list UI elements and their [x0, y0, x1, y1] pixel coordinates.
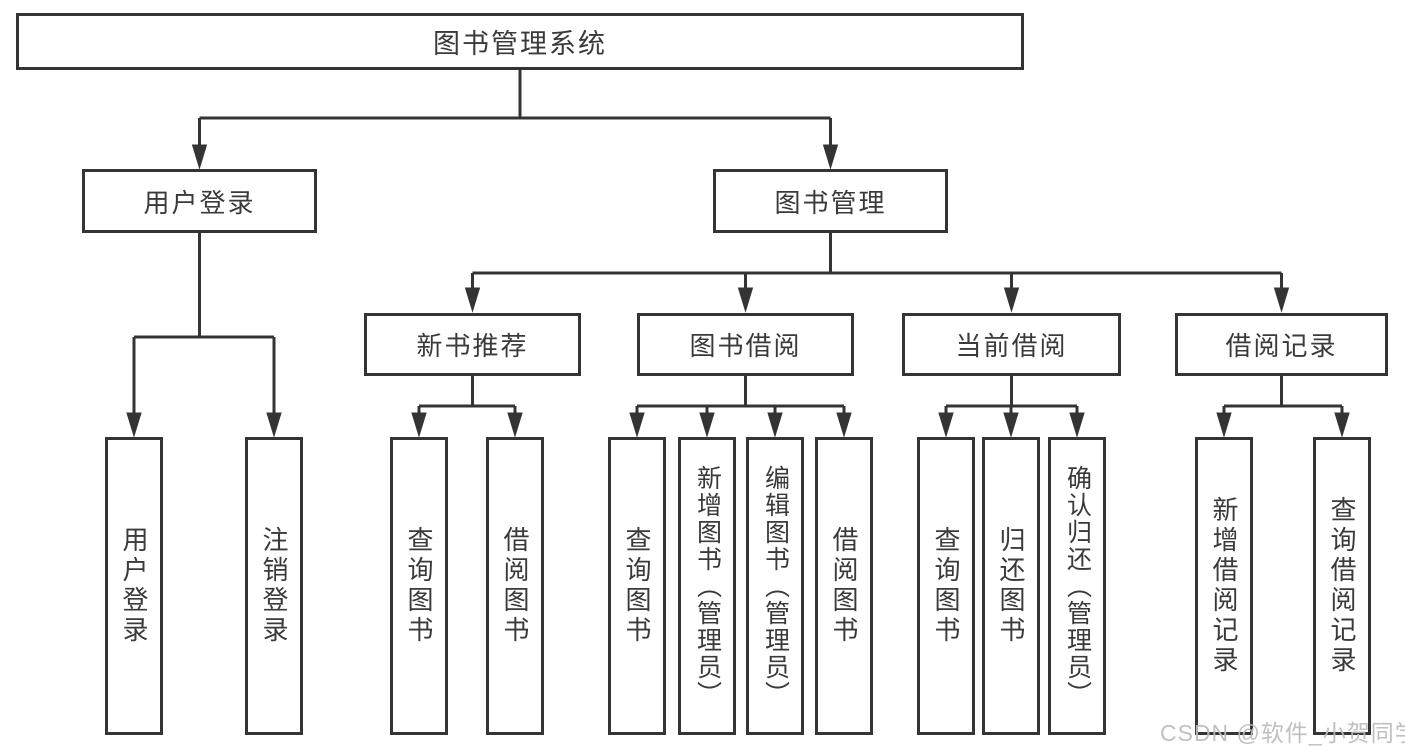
node-current-borrow: 当前借阅 — [902, 313, 1121, 376]
leaf-logout: 注销登录 — [245, 437, 303, 735]
leaf-nb-borrow-book: 借阅图书 — [486, 437, 544, 735]
connector-new-book — [411, 376, 523, 438]
connector-user-login — [126, 233, 282, 438]
connector-current-borrow — [938, 376, 1085, 438]
watermark: CSDN @软件_小贺同学 — [1160, 720, 1405, 746]
node-book-management: 图书管理 — [713, 169, 948, 233]
leaf-br-query-record: 查询借阅记录 — [1313, 437, 1371, 735]
node-root: 图书管理系统 — [16, 13, 1024, 70]
leaf-bb-edit-book-admin: 编辑图书（管理员） — [746, 437, 804, 735]
leaf-cb-confirm-return-admin: 确认归还（管理员） — [1048, 437, 1106, 735]
leaf-br-add-record: 新增借阅记录 — [1195, 437, 1253, 735]
node-user-login: 用户登录 — [82, 169, 317, 233]
leaf-bb-borrow-book: 借阅图书 — [815, 437, 873, 735]
leaf-bb-query-book: 查询图书 — [608, 437, 666, 735]
node-borrow-records: 借阅记录 — [1175, 313, 1388, 376]
connector-root — [191, 70, 839, 170]
node-new-book-recommend: 新书推荐 — [364, 313, 581, 376]
leaf-cb-query-book: 查询图书 — [917, 437, 975, 735]
connector-borrow-records — [1216, 376, 1350, 438]
node-book-borrow: 图书借阅 — [637, 313, 854, 376]
connector-book-borrow — [629, 376, 852, 438]
connector-book-management — [464, 233, 1290, 313]
leaf-nb-query-book: 查询图书 — [390, 437, 448, 735]
leaf-cb-return-book: 归还图书 — [982, 437, 1040, 735]
leaf-bb-add-book-admin: 新增图书（管理员） — [678, 437, 736, 735]
leaf-user-login: 用户登录 — [105, 437, 163, 735]
